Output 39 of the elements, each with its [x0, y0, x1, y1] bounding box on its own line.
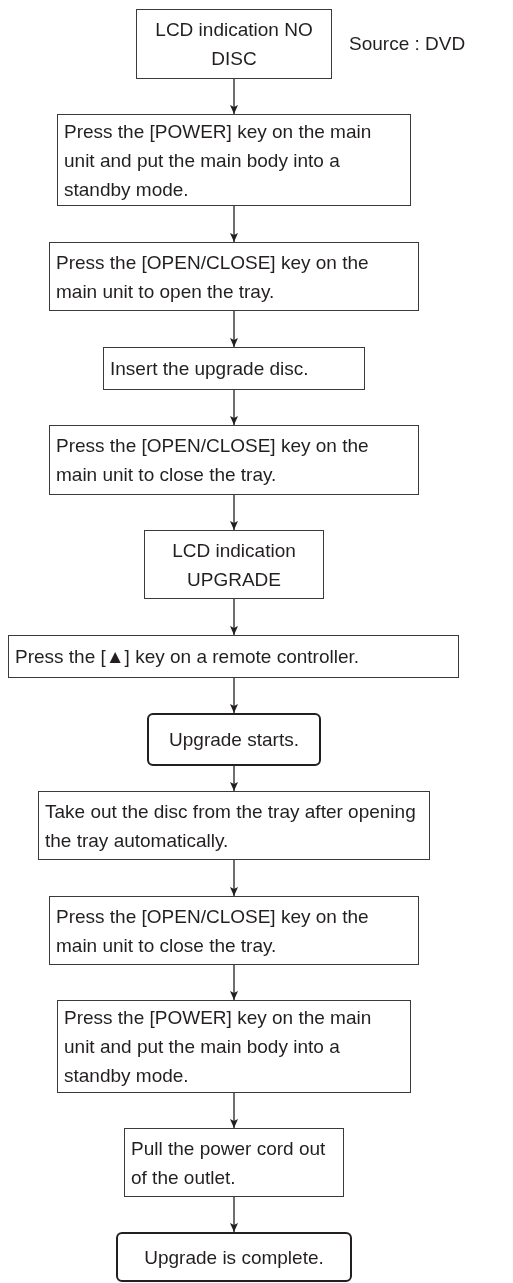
arrow: [230, 310, 238, 348]
step-text: Press the [OPEN/CLOSE] key on the main unit to close the tray.: [56, 904, 370, 958]
arrow: [230, 859, 238, 897]
arrow: [230, 964, 238, 1001]
step-text: Upgrade is complete.: [143, 1245, 325, 1270]
step-text: LCD indication UPGRADE: [171, 538, 297, 592]
terminal-box: [116, 1232, 352, 1282]
step-text: Press the [OPEN/CLOSE] key on the main unit to close the tray.: [56, 434, 370, 487]
process-box: [103, 347, 365, 390]
arrow: [230, 1196, 238, 1233]
arrow: [230, 677, 238, 714]
process-box: [136, 9, 332, 79]
step-text: Pull the power cord out of the outlet.: [131, 1136, 327, 1190]
process-box: [124, 1128, 344, 1197]
process-box: [8, 635, 459, 678]
step-text: Upgrade starts.: [168, 728, 300, 752]
step-text: Insert the upgrade disc.: [110, 357, 310, 381]
arrow: [230, 598, 238, 636]
terminal-box: [147, 713, 321, 766]
arrow: [230, 78, 238, 115]
step-text: Take out the disc from the tray after opening the tray automatically.: [45, 799, 417, 853]
process-box: [49, 896, 419, 965]
process-box: [144, 530, 324, 599]
step-text: Press the [POWER] key on the main unit and put the main body into a standby mode.: [64, 119, 373, 202]
arrow: [230, 1092, 238, 1129]
arrow: [230, 765, 238, 792]
process-box: [38, 791, 430, 860]
arrow: [230, 389, 238, 426]
step-text: Press the [POWER] key on the main unit and put the main body into a standby mode.: [64, 1006, 373, 1088]
process-box: [49, 242, 419, 311]
process-box: [49, 425, 419, 495]
step-text: Press the [▲] key on a remote controller.: [15, 645, 361, 669]
arrow: [230, 494, 238, 531]
source-note: Source : DVD: [349, 32, 466, 56]
process-box: [57, 1000, 411, 1093]
arrow: [230, 205, 238, 243]
process-box: [57, 114, 411, 206]
step-text: Press the [OPEN/CLOSE] key on the main unit to open the tray.: [56, 250, 370, 304]
step-text: LCD indication NO DISC: [154, 18, 314, 71]
